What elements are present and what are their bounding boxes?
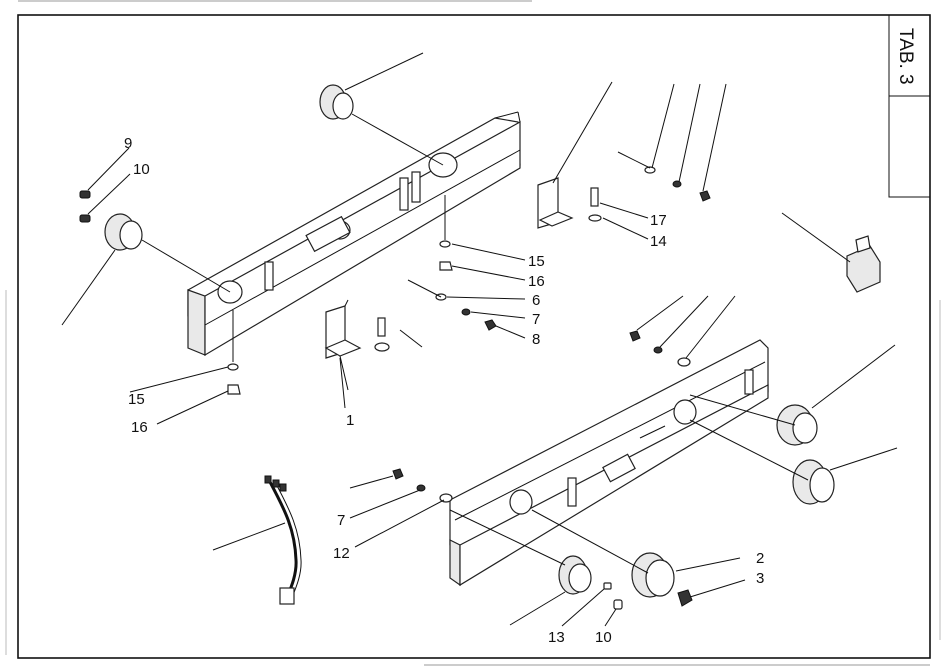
label-10-bottom: 10 xyxy=(595,629,612,646)
bracket-1 xyxy=(326,300,360,390)
bulbs-left xyxy=(80,191,90,222)
hardware-rear-right xyxy=(630,296,735,366)
bulbs-bottom xyxy=(604,583,622,609)
label-3: 3 xyxy=(756,570,764,587)
bulb-holder-3 xyxy=(678,580,745,606)
relay-module xyxy=(782,213,880,292)
label-7-right: 7 xyxy=(532,311,540,328)
label-14: 14 xyxy=(650,233,667,250)
label-17: 17 xyxy=(650,212,667,229)
label-7-left: 7 xyxy=(337,512,345,529)
hardware-rear-left xyxy=(350,469,452,502)
hardware-14-17 xyxy=(589,84,726,221)
label-15-left: 15 xyxy=(128,391,145,408)
bolt-washer-left xyxy=(375,318,422,351)
label-12: 12 xyxy=(333,545,350,562)
label-9: 9 xyxy=(124,135,132,152)
wire-harness xyxy=(213,476,301,604)
label-13: 13 xyxy=(548,629,565,646)
tab-number: 3 xyxy=(895,74,916,85)
label-16-left: 16 xyxy=(131,419,148,436)
label-8: 8 xyxy=(532,331,540,348)
round-lamp-top xyxy=(320,53,443,165)
hardware-6-7-8 xyxy=(408,280,496,330)
label-1: 1 xyxy=(346,412,354,429)
label-6: 6 xyxy=(532,292,540,309)
tab-title: TAB. xyxy=(895,28,916,69)
label-10-left: 10 xyxy=(133,161,150,178)
bracket-right xyxy=(538,82,612,228)
tab-box: TAB. 3 xyxy=(889,15,930,197)
front-bumper xyxy=(188,112,520,355)
label-2: 2 xyxy=(756,550,764,567)
rear-bumper xyxy=(450,340,768,585)
label-16-right: 16 xyxy=(528,273,545,290)
label-15-right: 15 xyxy=(528,253,545,270)
